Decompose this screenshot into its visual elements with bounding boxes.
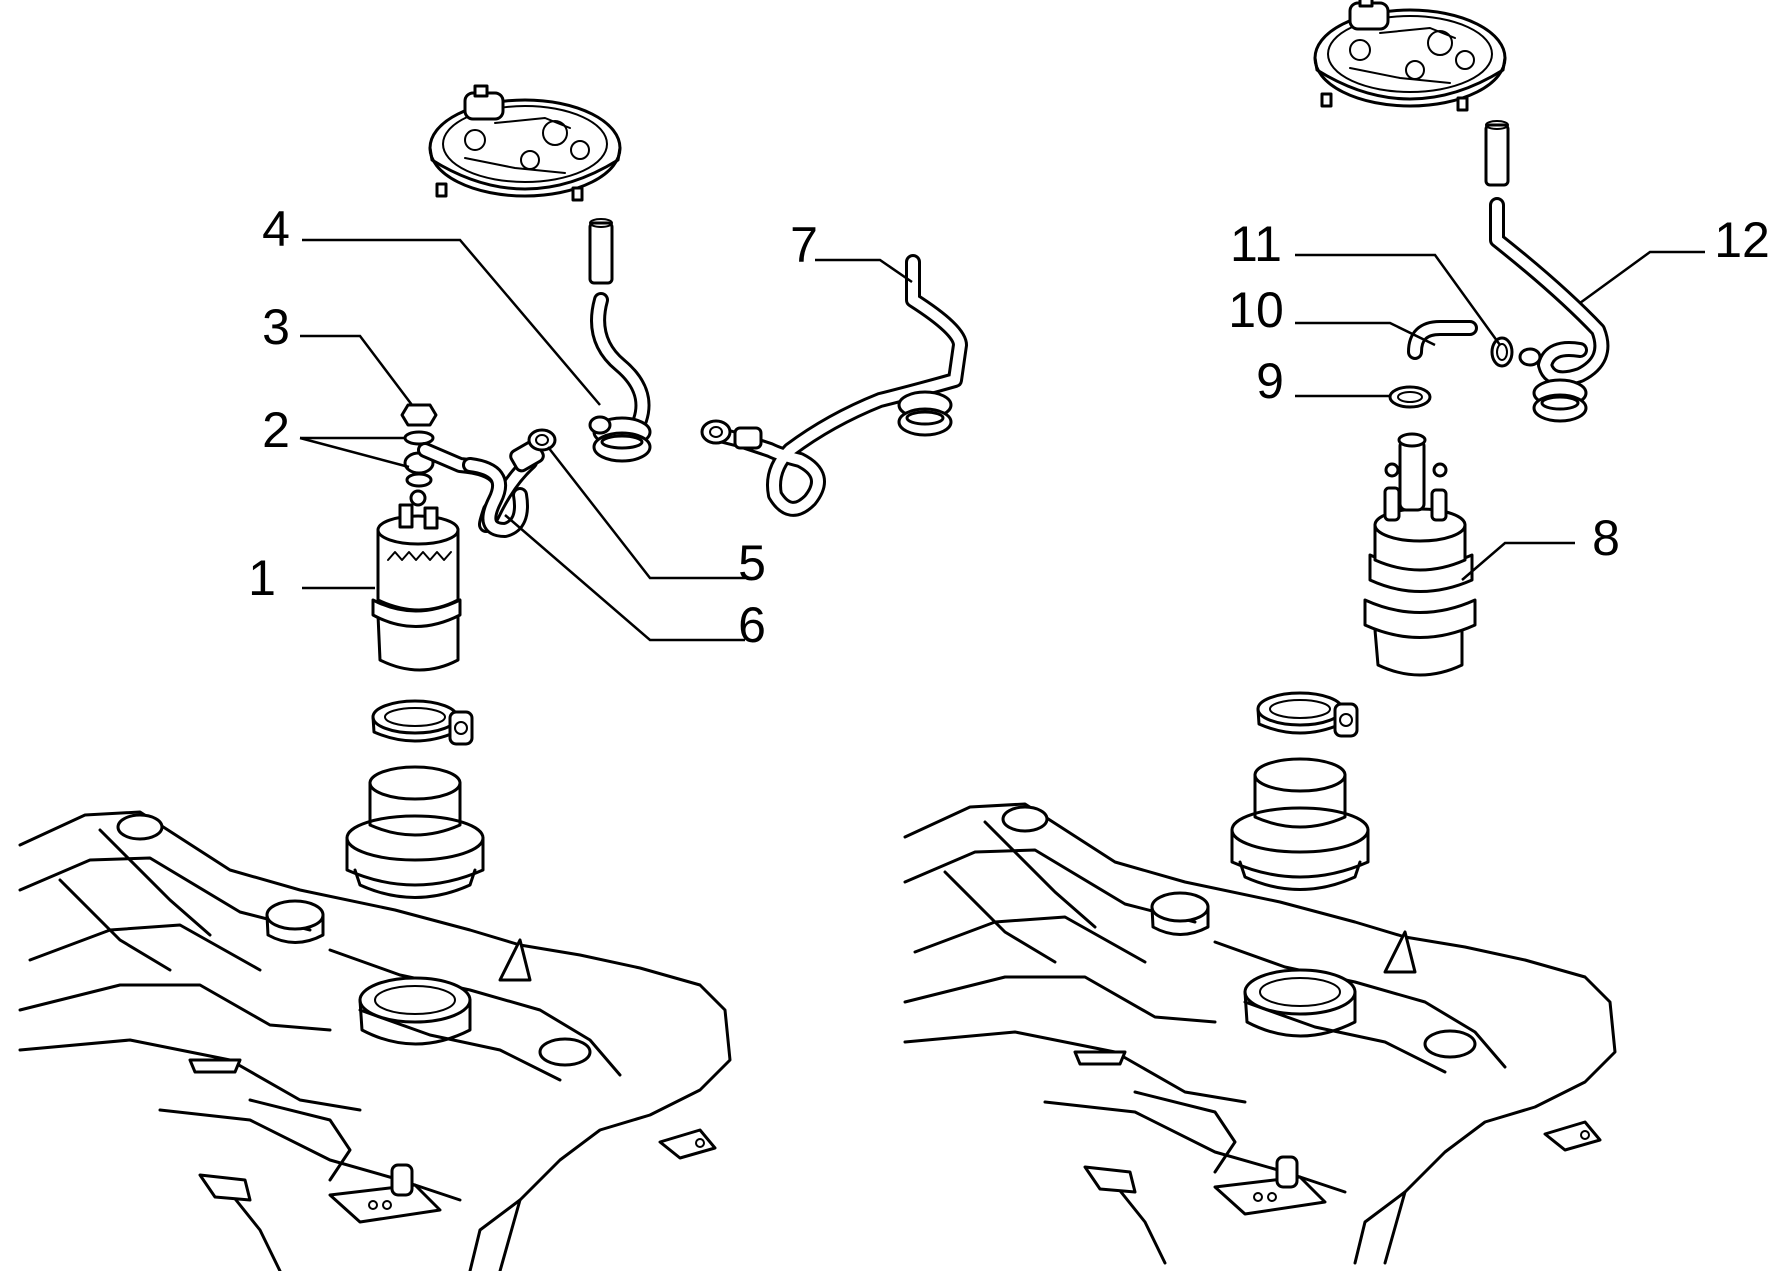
callout-9: 9 bbox=[1256, 353, 1284, 409]
clamp-9 bbox=[1388, 385, 1432, 409]
callout-1: 1 bbox=[248, 550, 276, 606]
callout-3: 3 bbox=[262, 299, 290, 355]
left-coil-hose bbox=[588, 292, 652, 463]
callout-8: 8 bbox=[1592, 510, 1620, 566]
right-sleeve bbox=[1484, 119, 1510, 187]
callout-6: 6 bbox=[738, 597, 766, 653]
callout-11: 11 bbox=[1230, 216, 1282, 272]
leader-lines bbox=[299, 238, 1705, 642]
callout-12: 12 bbox=[1714, 212, 1770, 268]
callout-labels: 1 2 3 4 5 6 7 8 9 10 11 12 bbox=[248, 201, 1770, 653]
pump-8 bbox=[1363, 432, 1477, 677]
pump-1 bbox=[371, 489, 462, 672]
callout-4: 4 bbox=[262, 201, 290, 257]
left-tank bbox=[18, 699, 732, 1271]
elbow-10 bbox=[1407, 320, 1478, 360]
right-flange bbox=[1313, 0, 1507, 112]
callout-5: 5 bbox=[738, 535, 766, 591]
hose-12 bbox=[1489, 197, 1610, 423]
callout-10: 10 bbox=[1228, 282, 1284, 338]
ring-5 bbox=[527, 428, 557, 452]
hose-6 bbox=[417, 439, 545, 538]
left-sleeve bbox=[588, 217, 614, 285]
clip-11 bbox=[1490, 336, 1514, 368]
callout-2: 2 bbox=[262, 402, 290, 458]
callout-7: 7 bbox=[790, 217, 818, 273]
hose-7 bbox=[700, 254, 968, 517]
right-tank bbox=[903, 691, 1617, 1265]
left-flange bbox=[428, 84, 622, 202]
